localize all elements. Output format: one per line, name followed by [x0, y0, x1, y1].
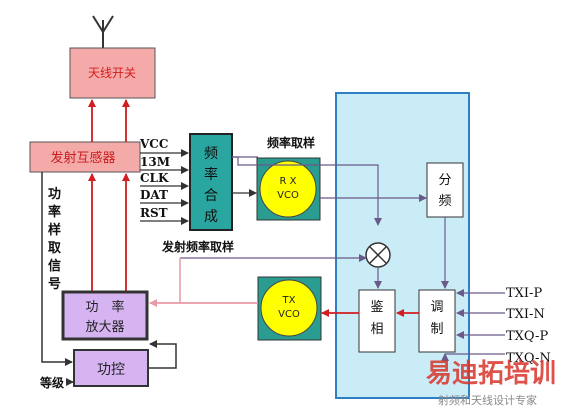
phase-detector-block: 鉴 相 — [358, 289, 396, 353]
coupler-label: 发射互感器 — [50, 150, 115, 166]
svg-text:样: 样 — [48, 222, 61, 238]
rx-vco-block: R X VCO — [256, 157, 321, 221]
svg-text:率: 率 — [204, 166, 218, 183]
mixer-icon — [365, 242, 391, 268]
power-control-block: 功控 — [73, 349, 149, 387]
svg-text:取: 取 — [48, 241, 62, 256]
tx-input-txq-p: TXQ-P — [506, 329, 548, 344]
antenna-icon — [92, 15, 114, 48]
power-control-label: 功控 — [97, 362, 125, 378]
svg-text:VCO: VCO — [277, 190, 299, 201]
control-signal-lines — [140, 149, 189, 225]
control-signal-dat: DAT — [140, 188, 168, 202]
svg-text:制: 制 — [430, 322, 443, 337]
svg-text:号: 号 — [48, 277, 61, 292]
svg-text:鉴: 鉴 — [370, 300, 383, 315]
tx-input-txq-n: TXQ-N — [506, 351, 551, 366]
antenna-switch-label: 天线开关 — [88, 66, 136, 80]
svg-text:VCO: VCO — [278, 309, 300, 320]
tx-vco-block: TX VCO — [257, 276, 322, 341]
power-amplifier-block: 功 率 放大器 — [61, 290, 149, 341]
frequency-synthesizer-block: 频 率 合 成 — [189, 133, 233, 231]
svg-text:合: 合 — [204, 188, 218, 204]
freq-sample-route — [232, 156, 382, 226]
watermark-main: 易迪拓培训 — [426, 359, 556, 389]
coupler-block: 发射互感器 — [29, 141, 141, 173]
svg-text:频: 频 — [204, 146, 218, 162]
svg-text:成: 成 — [204, 209, 218, 225]
tx-input-labels: TXI-P TXI-N TXQ-P TXQ-N — [506, 286, 551, 366]
antenna-switch-block: 天线开关 — [69, 47, 156, 99]
power-control-feedback-line — [148, 340, 177, 369]
tx-input-lines — [441, 289, 505, 362]
control-signal-rst: RST — [140, 206, 168, 220]
divider-block: 分 频 — [426, 162, 464, 218]
svg-text:频: 频 — [438, 194, 451, 209]
tx-input-txi-n: TXI-N — [506, 307, 545, 322]
control-signals: VCC 13M CLK DAT RST — [139, 137, 170, 220]
svg-text:分: 分 — [438, 173, 451, 188]
svg-text:放大器: 放大器 — [85, 320, 124, 335]
svg-text:信: 信 — [48, 258, 61, 274]
power-sample-line — [41, 172, 73, 366]
freq-sample-label: 频率取样 — [267, 135, 315, 150]
watermark: 易迪拓培训 射频和天线设计专家 — [426, 359, 556, 407]
tx-freq-sample-label: 发射频率取样 — [161, 239, 234, 254]
svg-text:功 率: 功 率 — [85, 299, 124, 315]
control-signal-13m: 13M — [140, 155, 170, 169]
svg-text:相: 相 — [370, 322, 383, 337]
control-signal-clk: CLK — [140, 171, 169, 185]
control-signal-vcc: VCC — [139, 137, 168, 151]
modulator-block: 调 制 — [418, 289, 456, 353]
svg-text:调: 调 — [430, 300, 443, 315]
svg-text:TX: TX — [282, 295, 296, 306]
svg-text:功: 功 — [48, 187, 61, 202]
watermark-sub: 射频和天线设计专家 — [438, 393, 537, 407]
svg-text:率: 率 — [48, 204, 61, 220]
svg-text:R X: R X — [280, 176, 297, 187]
level-label: 等级 — [39, 375, 64, 390]
tx-input-txi-p: TXI-P — [506, 286, 542, 301]
power-sample-signal-label: 功 率 样 取 信 号 — [48, 187, 62, 292]
